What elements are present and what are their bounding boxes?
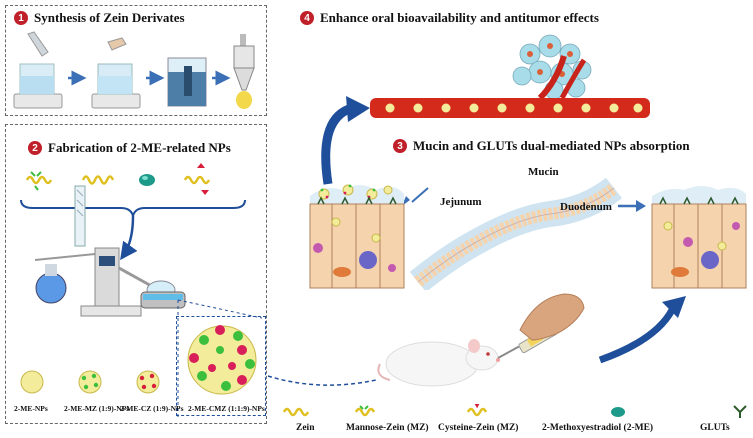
step-4-heading: 4 Enhance oral bioavailability and antit… [300,10,599,26]
dialysis-beaker-icon [167,57,207,107]
step-2-heading: 2 Fabrication of 2-ME-related NPs [28,140,231,156]
np-label-cmz: 2-ME-CMZ (1:1:9)-NPs [188,404,265,413]
beaker-stirrer-icon [13,31,63,109]
panel-synthesis [5,5,267,116]
step-1-badge: 1 [14,11,28,25]
np-cmz-large [187,325,257,395]
np-in-vessel [385,103,643,113]
glut-icon [317,196,397,205]
np-plain-icon [20,370,44,394]
label-jejunum: Jejunum [440,196,482,208]
mannose-zein-icon [25,171,53,191]
label-mucin: Mucin [528,166,559,178]
blood-vessel-illustration [370,34,650,118]
methoxyestradiol-icon [139,174,155,186]
label-duodenum: Duodenum [560,201,612,213]
step-3-title: Mucin and GLUTs dual-mediated NPs absorp… [413,138,690,153]
mouse-icon [377,339,500,387]
np-mannose-icon [78,370,102,394]
legend-gluts: GLUTs [700,423,730,433]
step-3-heading: 3 Mucin and GLUTs dual-mediated NPs abso… [393,138,690,154]
fabrication-illustration [20,163,246,317]
spray-dryer-icon [233,34,255,109]
legend-icons [282,404,747,418]
step-1-title: Synthesis of Zein Derivates [34,10,185,25]
np-label-cz: 2-ME-CZ (1:9)-NPs [120,404,184,413]
np-cysteine-icon [136,370,160,394]
step-4-title: Enhance oral bioavailability and antitum… [320,10,599,25]
rotary-evaporator-icon [34,185,186,317]
beaker-stirrer-icon [91,37,141,109]
mouse-gavage-illustration [377,293,585,387]
cysteine-zein-icon [183,163,211,195]
glut-icon [659,196,739,205]
synthesis-illustration [13,31,255,109]
step-4-badge: 4 [300,11,314,25]
step-1-heading: 1 Synthesis of Zein Derivates [14,10,185,26]
epithelium-duodenum [651,186,747,289]
step-3-badge: 3 [393,139,407,153]
panel-fabrication [5,124,267,424]
legend-cysteine-zein: Cysteine-Zein (MZ) [438,423,519,433]
np-label-plain: 2-ME-NPs [14,404,48,413]
intestine-lumen [410,177,622,290]
zein-coil-icon [81,175,115,185]
legend-methoxyestradiol: 2-Methoxyestradiol (2-ME) [542,423,654,433]
np-types [20,370,160,394]
epithelium-jejunum [309,184,405,289]
step-2-badge: 2 [28,141,42,155]
legend-zein: Zein [296,423,315,433]
np-label-mz: 2-ME-MZ (1:9)-NPs [64,404,130,413]
legend-mannose-zein: Mannose-Zein (MZ) [346,423,429,433]
hand-icon [519,293,585,341]
step-2-title: Fabrication of 2-ME-related NPs [48,140,231,155]
np-zoom-box [176,316,266,416]
